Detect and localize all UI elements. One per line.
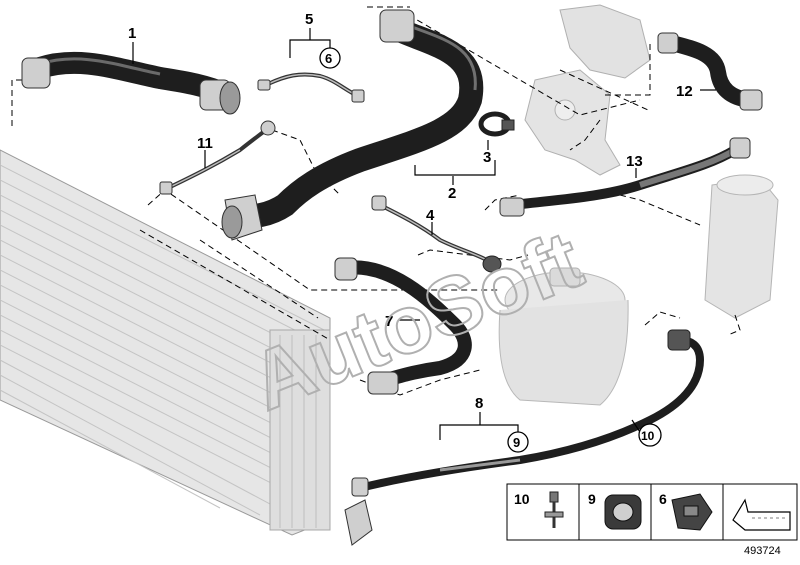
part-11-vent-line [159, 120, 276, 195]
part-12-short-hose [657, 32, 763, 111]
callout-leaders [132, 28, 716, 440]
coolant-pump [704, 174, 779, 319]
circled-callouts: 6 9 10 [319, 47, 662, 453]
callouts: 1 5 3 2 4 11 12 13 7 8 [128, 11, 693, 412]
part-4-vent-line [371, 195, 502, 273]
callout-4: 4 [426, 207, 435, 224]
callout-6: 6 [325, 51, 332, 66]
clamp-icon [604, 494, 642, 530]
part-2-main-hose [221, 9, 484, 241]
thermostat-housing [524, 4, 651, 176]
legend-label-6: 6 [659, 491, 667, 507]
part-1-upper-hose [21, 51, 241, 115]
callout-1: 1 [128, 25, 136, 42]
arrow-icon [732, 498, 791, 531]
legend-box: 10 9 6 [506, 483, 798, 541]
callout-10: 10 [641, 429, 655, 443]
radiator [0, 149, 331, 536]
part-7-return-hose [334, 257, 472, 395]
callout-5: 5 [305, 11, 313, 28]
part-13-coolant-line [499, 137, 751, 217]
diagram-number: 493724 [744, 545, 781, 557]
bracket-icon [671, 493, 713, 531]
part-3-hose-clamp [478, 111, 515, 137]
callout-12: 12 [676, 83, 693, 100]
callout-2: 2 [448, 185, 456, 202]
legend-label-10: 10 [514, 491, 530, 507]
expansion-tank [498, 267, 629, 406]
callout-7: 7 [385, 313, 393, 330]
callout-11: 11 [197, 135, 213, 152]
callout-3: 3 [483, 149, 491, 166]
pin-clip-icon [544, 491, 564, 528]
part-6-bleed-line [257, 72, 365, 103]
part-8-long-coolant-line [344, 329, 705, 546]
callout-8: 8 [475, 395, 483, 412]
legend-label-9: 9 [588, 491, 596, 507]
callout-9: 9 [513, 435, 520, 450]
callout-13: 13 [626, 153, 643, 170]
